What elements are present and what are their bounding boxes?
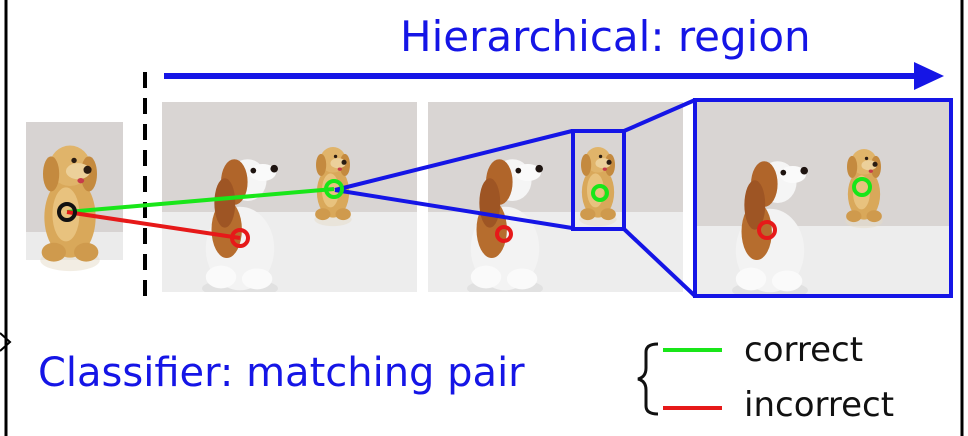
zoom-line-bottom bbox=[622, 227, 697, 298]
incorrect-keypoint-region bbox=[495, 225, 513, 243]
legend-correct-label: correct bbox=[744, 330, 864, 370]
arrow-head bbox=[914, 62, 944, 90]
query-dog-image bbox=[26, 122, 123, 272]
zoom-line-top bbox=[623, 98, 696, 133]
region-line-lower bbox=[334, 188, 573, 230]
incorrect-keypoint bbox=[230, 228, 250, 248]
correct-match-line bbox=[66, 187, 335, 214]
scene-image bbox=[162, 102, 417, 292]
correct-keypoint bbox=[324, 179, 344, 199]
scene-image-zoom-region bbox=[428, 102, 683, 292]
correct-keypoint-zoom bbox=[852, 177, 872, 197]
query-keypoint bbox=[57, 202, 77, 222]
incorrect-match-line bbox=[66, 210, 241, 240]
region-line-upper bbox=[334, 129, 573, 192]
incorrect-keypoint-zoom bbox=[757, 220, 777, 240]
region-box bbox=[571, 129, 626, 231]
zoomed-region-box bbox=[693, 98, 953, 298]
brace-icon bbox=[637, 342, 659, 416]
correct-keypoint-region bbox=[591, 184, 609, 202]
classifier-label: Classifier: matching pair bbox=[38, 350, 525, 396]
zoomed-region-image bbox=[697, 102, 950, 295]
title-label: Hierarchical: region bbox=[400, 12, 811, 61]
legend-incorrect-label: incorrect bbox=[744, 385, 895, 425]
edge-arrow-icon bbox=[0, 332, 12, 352]
